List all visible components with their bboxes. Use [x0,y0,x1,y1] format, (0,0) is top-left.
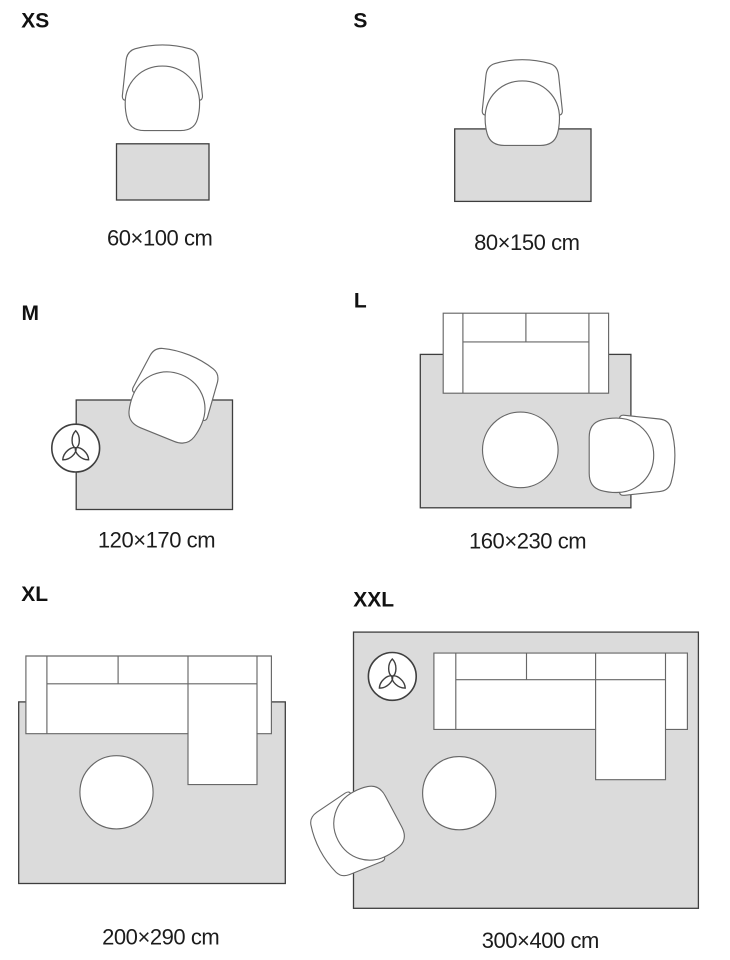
svg-text:M: M [22,302,40,325]
svg-text:XS: XS [21,10,49,33]
svg-text:XXL: XXL [353,589,394,612]
svg-text:60×100 cm: 60×100 cm [107,226,212,251]
svg-text:160×230 cm: 160×230 cm [469,528,586,553]
svg-text:120×170 cm: 120×170 cm [98,528,215,553]
svg-text:L: L [354,290,367,313]
svg-text:XL: XL [21,583,48,606]
svg-text:80×150 cm: 80×150 cm [474,230,579,255]
svg-text:300×400 cm: 300×400 cm [482,928,599,953]
svg-text:200×290 cm: 200×290 cm [102,925,219,950]
svg-text:S: S [353,10,367,33]
